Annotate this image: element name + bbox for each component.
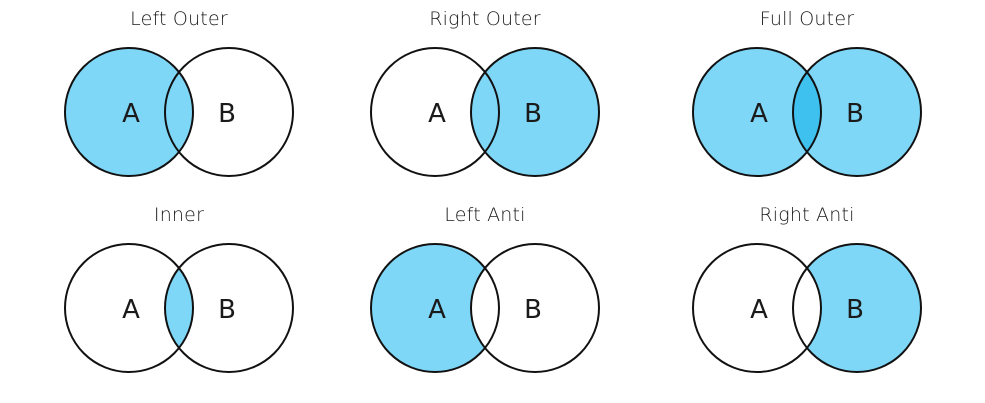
label-b: B	[524, 99, 542, 129]
label-a: A	[750, 99, 768, 129]
region-overlap	[471, 72, 499, 152]
diagram-title: Full Outer	[759, 8, 855, 30]
circle-b	[470, 243, 600, 373]
circle-b	[792, 47, 922, 177]
label-b: B	[218, 295, 236, 325]
region-a-only	[693, 48, 807, 177]
region-a-only	[65, 48, 179, 177]
label-b: B	[846, 295, 864, 325]
circle-b	[470, 47, 600, 177]
circle-b	[792, 243, 922, 373]
region-b-only	[485, 48, 599, 176]
region-overlap	[165, 268, 193, 348]
label-b: B	[218, 99, 236, 129]
diagram-title: Right Outer	[429, 8, 541, 30]
circle-a	[64, 47, 194, 177]
circle-a	[370, 47, 500, 177]
region-b-only	[807, 48, 921, 176]
label-a: A	[428, 99, 446, 129]
label-a: A	[428, 295, 446, 325]
region-b-only	[807, 244, 921, 372]
label-b: B	[524, 295, 542, 325]
diagram-title: Left Anti	[444, 204, 526, 226]
region-overlap	[165, 72, 193, 152]
label-b: B	[846, 99, 864, 129]
region-overlap	[793, 72, 821, 152]
circle-b	[164, 243, 294, 373]
label-a: A	[750, 295, 768, 325]
label-a: A	[122, 99, 140, 129]
circle-b	[164, 47, 294, 177]
diagram-title: Inner	[153, 204, 205, 226]
diagram-title: Right Anti	[759, 204, 855, 226]
circle-a	[64, 243, 194, 373]
label-a: A	[122, 295, 140, 325]
circle-a	[692, 243, 822, 373]
circle-a	[692, 47, 822, 177]
diagram-title: Left Outer	[130, 8, 228, 30]
region-a-only	[371, 244, 485, 372]
circle-a	[370, 243, 500, 373]
